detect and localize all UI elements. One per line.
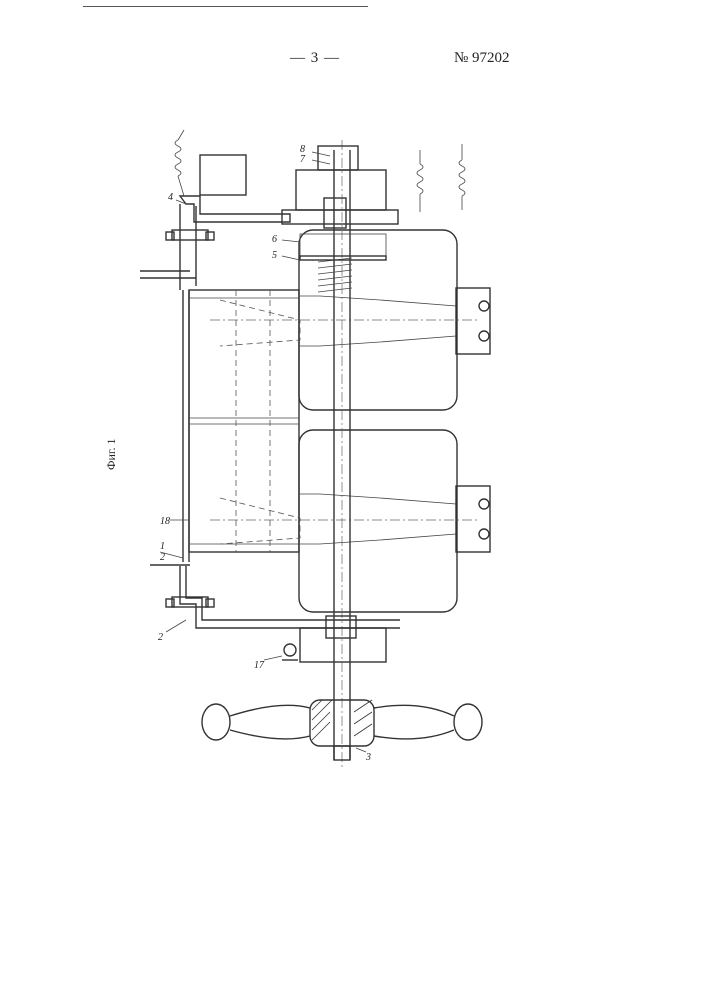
- motor-housing: [189, 290, 299, 552]
- callout-2b: 2: [158, 632, 163, 643]
- callout-4: 4: [168, 192, 173, 203]
- spring: [300, 234, 386, 292]
- callout-3: 3: [365, 752, 371, 763]
- wire-coil-right: [459, 144, 465, 210]
- bottom-bracket: [180, 566, 400, 628]
- wire-coil-left: [175, 130, 184, 196]
- top-bolt: [166, 230, 214, 240]
- callout-18: 18: [160, 516, 170, 527]
- callout-6: 6: [272, 234, 277, 245]
- callout-2: 2: [160, 552, 165, 563]
- callout-labels: 8 7 6 5 4 2 1 18 2 17 3: [158, 144, 371, 763]
- lower-drum: [220, 430, 490, 612]
- wire-coil-middle: [417, 150, 423, 212]
- callout-5: 5: [272, 250, 277, 261]
- callout-7: 7: [300, 154, 306, 165]
- callout-1: 1: [160, 541, 165, 552]
- top-bearing-unit: [200, 146, 398, 228]
- callout-17: 17: [254, 660, 265, 671]
